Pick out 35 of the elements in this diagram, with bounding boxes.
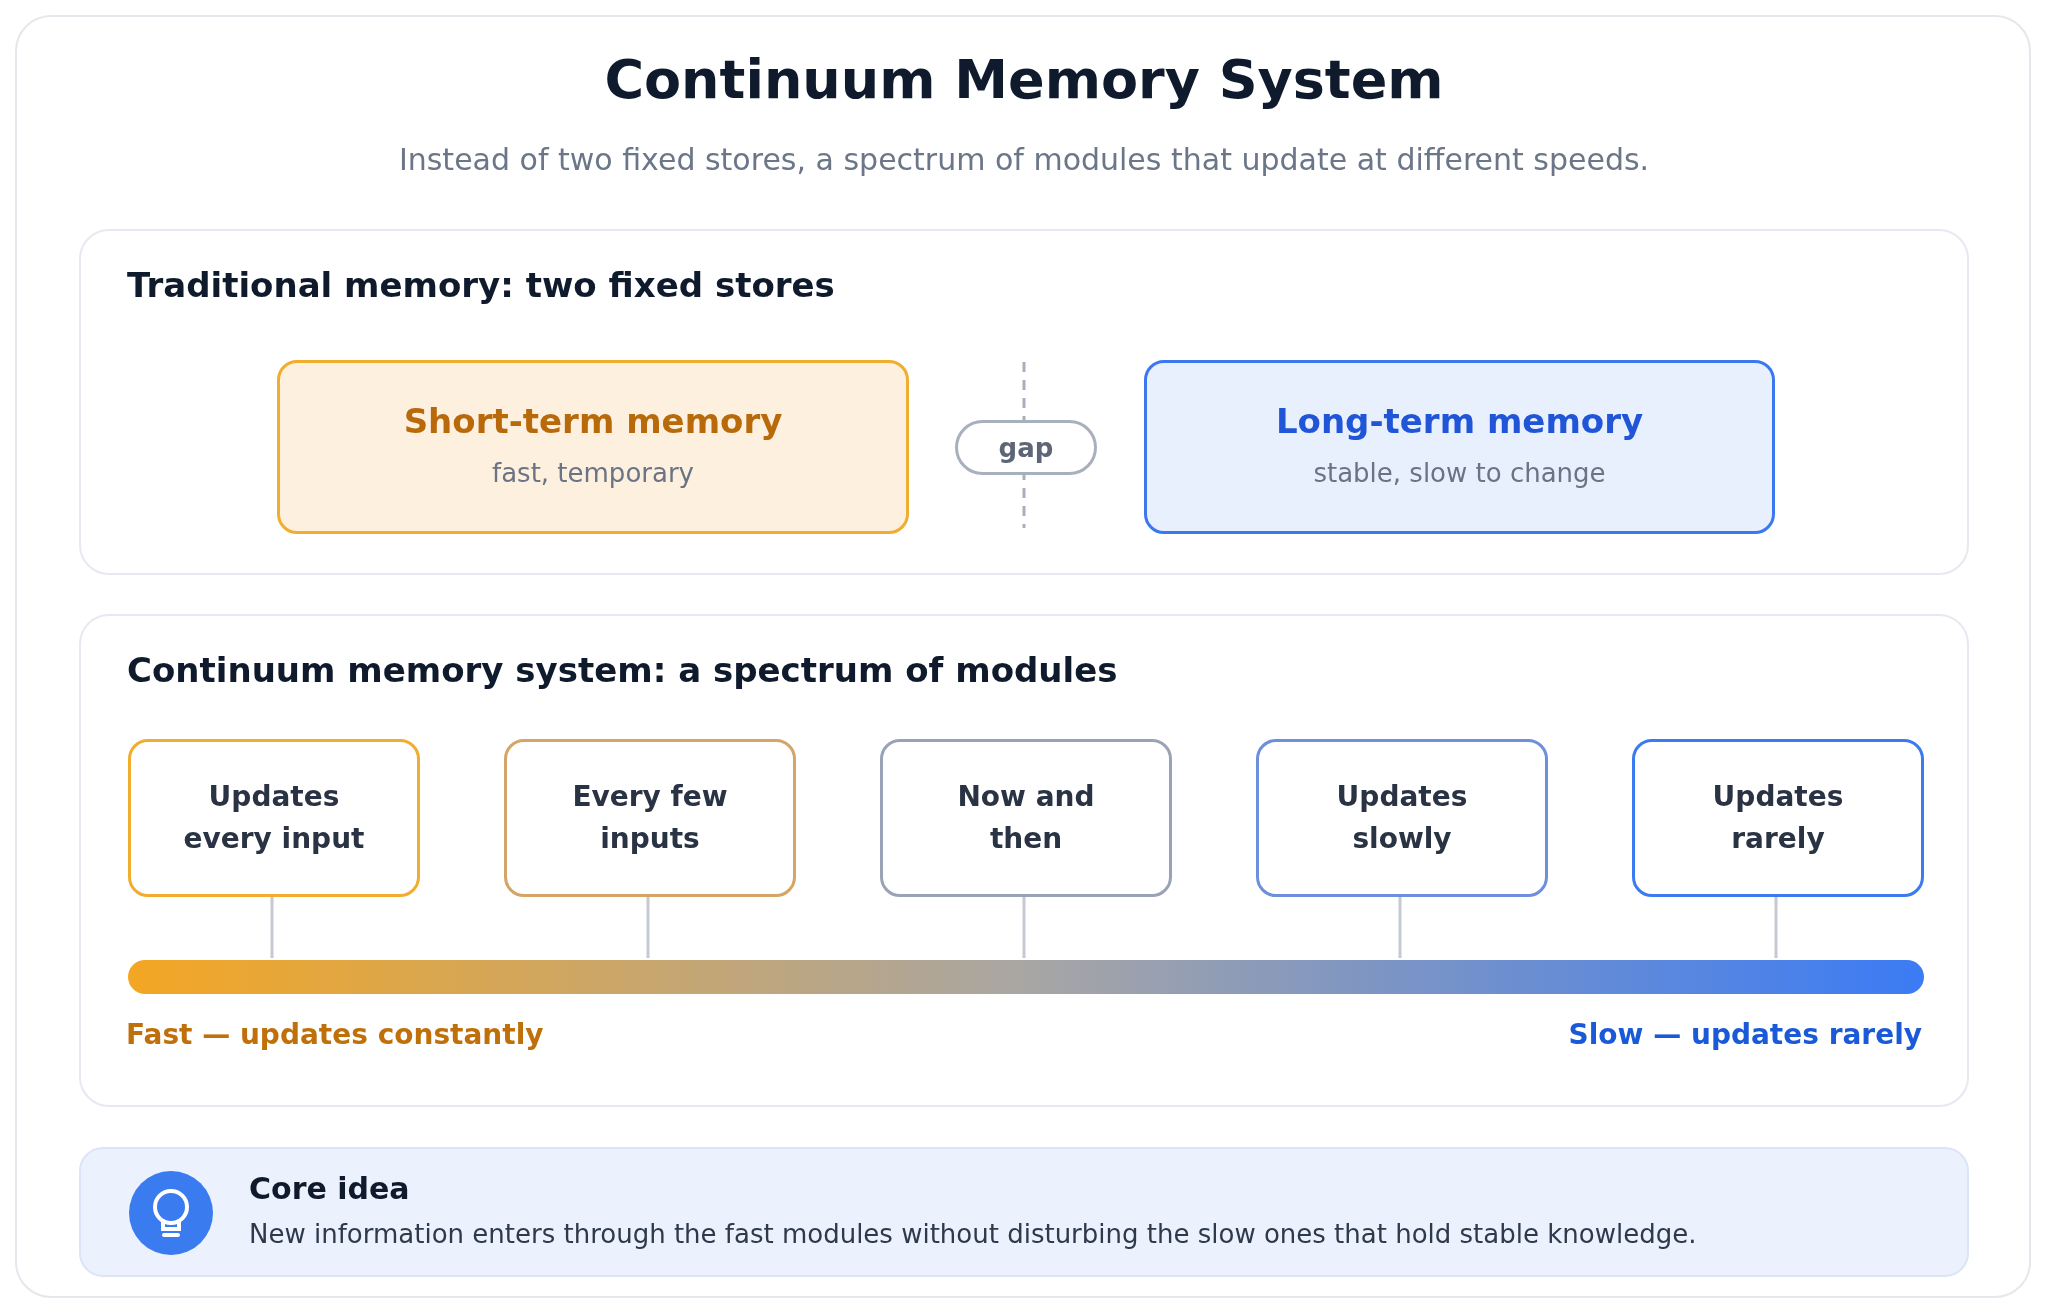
connector-line xyxy=(270,895,274,958)
connector-line xyxy=(1398,895,1402,958)
module-label: Updates every input xyxy=(182,779,366,857)
module-box xyxy=(128,739,420,897)
section-heading: Continuum memory system: a spectrum of modules xyxy=(127,650,1118,690)
core-idea-text: New information enters through the fast modules without disturbing the slow ones that hold stable knowledge. xyxy=(249,1219,1697,1249)
module-label: Updates rarely xyxy=(1711,779,1845,857)
module-label: Every few inputs xyxy=(571,779,729,857)
core-idea-heading: Core idea xyxy=(249,1171,410,1206)
connector-line xyxy=(1774,895,1778,958)
module-box xyxy=(1632,739,1924,897)
module-box xyxy=(1256,739,1548,897)
box-title: Long-term memory xyxy=(1274,401,1645,441)
module-label: Updates slowly xyxy=(1335,779,1469,857)
memory-box xyxy=(277,360,909,534)
memory-box xyxy=(1144,360,1775,534)
gap-label: gap xyxy=(997,433,1055,463)
connector-line xyxy=(1022,895,1026,958)
scale-end-label: Fast — updates constantly xyxy=(126,1018,544,1051)
gap-pill xyxy=(955,420,1097,475)
box-title: Short-term memory xyxy=(402,401,784,441)
bar xyxy=(128,960,1924,994)
box-subtitle: stable, slow to change xyxy=(1312,458,1607,488)
section-panel xyxy=(79,614,1969,1107)
module-box xyxy=(504,739,796,897)
section-panel xyxy=(79,229,1969,575)
module-label: Now and then xyxy=(956,779,1096,857)
module-box xyxy=(880,739,1172,897)
subtitle: Instead of two fixed stores, a spectrum of modules that update at different speeds. xyxy=(397,142,1651,177)
core-idea-panel xyxy=(79,1147,1969,1277)
section-heading: Traditional memory: two fixed stores xyxy=(127,265,835,305)
connector-line xyxy=(646,895,650,958)
scale-end-label: Slow — updates rarely xyxy=(1568,1018,1922,1051)
box-subtitle: fast, temporary xyxy=(491,458,695,488)
title: Continuum Memory System xyxy=(603,48,1445,111)
